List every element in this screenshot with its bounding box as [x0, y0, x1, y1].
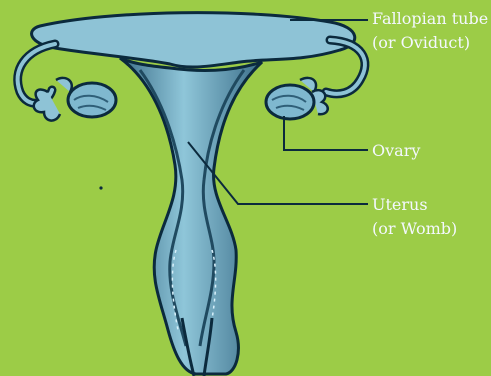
ovary-right	[266, 85, 314, 119]
specks	[99, 186, 102, 189]
fimbriae-left	[34, 78, 72, 121]
label-uterus-line1: Uterus	[372, 195, 428, 214]
label-uterus-line2: (or Womb)	[372, 219, 457, 238]
label-fallopian-tube: Fallopian tube (or Oviduct)	[372, 9, 491, 52]
leader-line-ovary	[284, 116, 368, 150]
label-ovary-line1: Ovary	[372, 141, 420, 160]
label-ovary: Ovary	[372, 141, 420, 160]
label-fallopian-tube-line1: Fallopian tube	[372, 9, 488, 28]
uterus-body	[120, 58, 262, 374]
label-fallopian-tube-line2: (or Oviduct)	[372, 33, 470, 52]
label-uterus: Uterus (or Womb)	[372, 195, 457, 238]
